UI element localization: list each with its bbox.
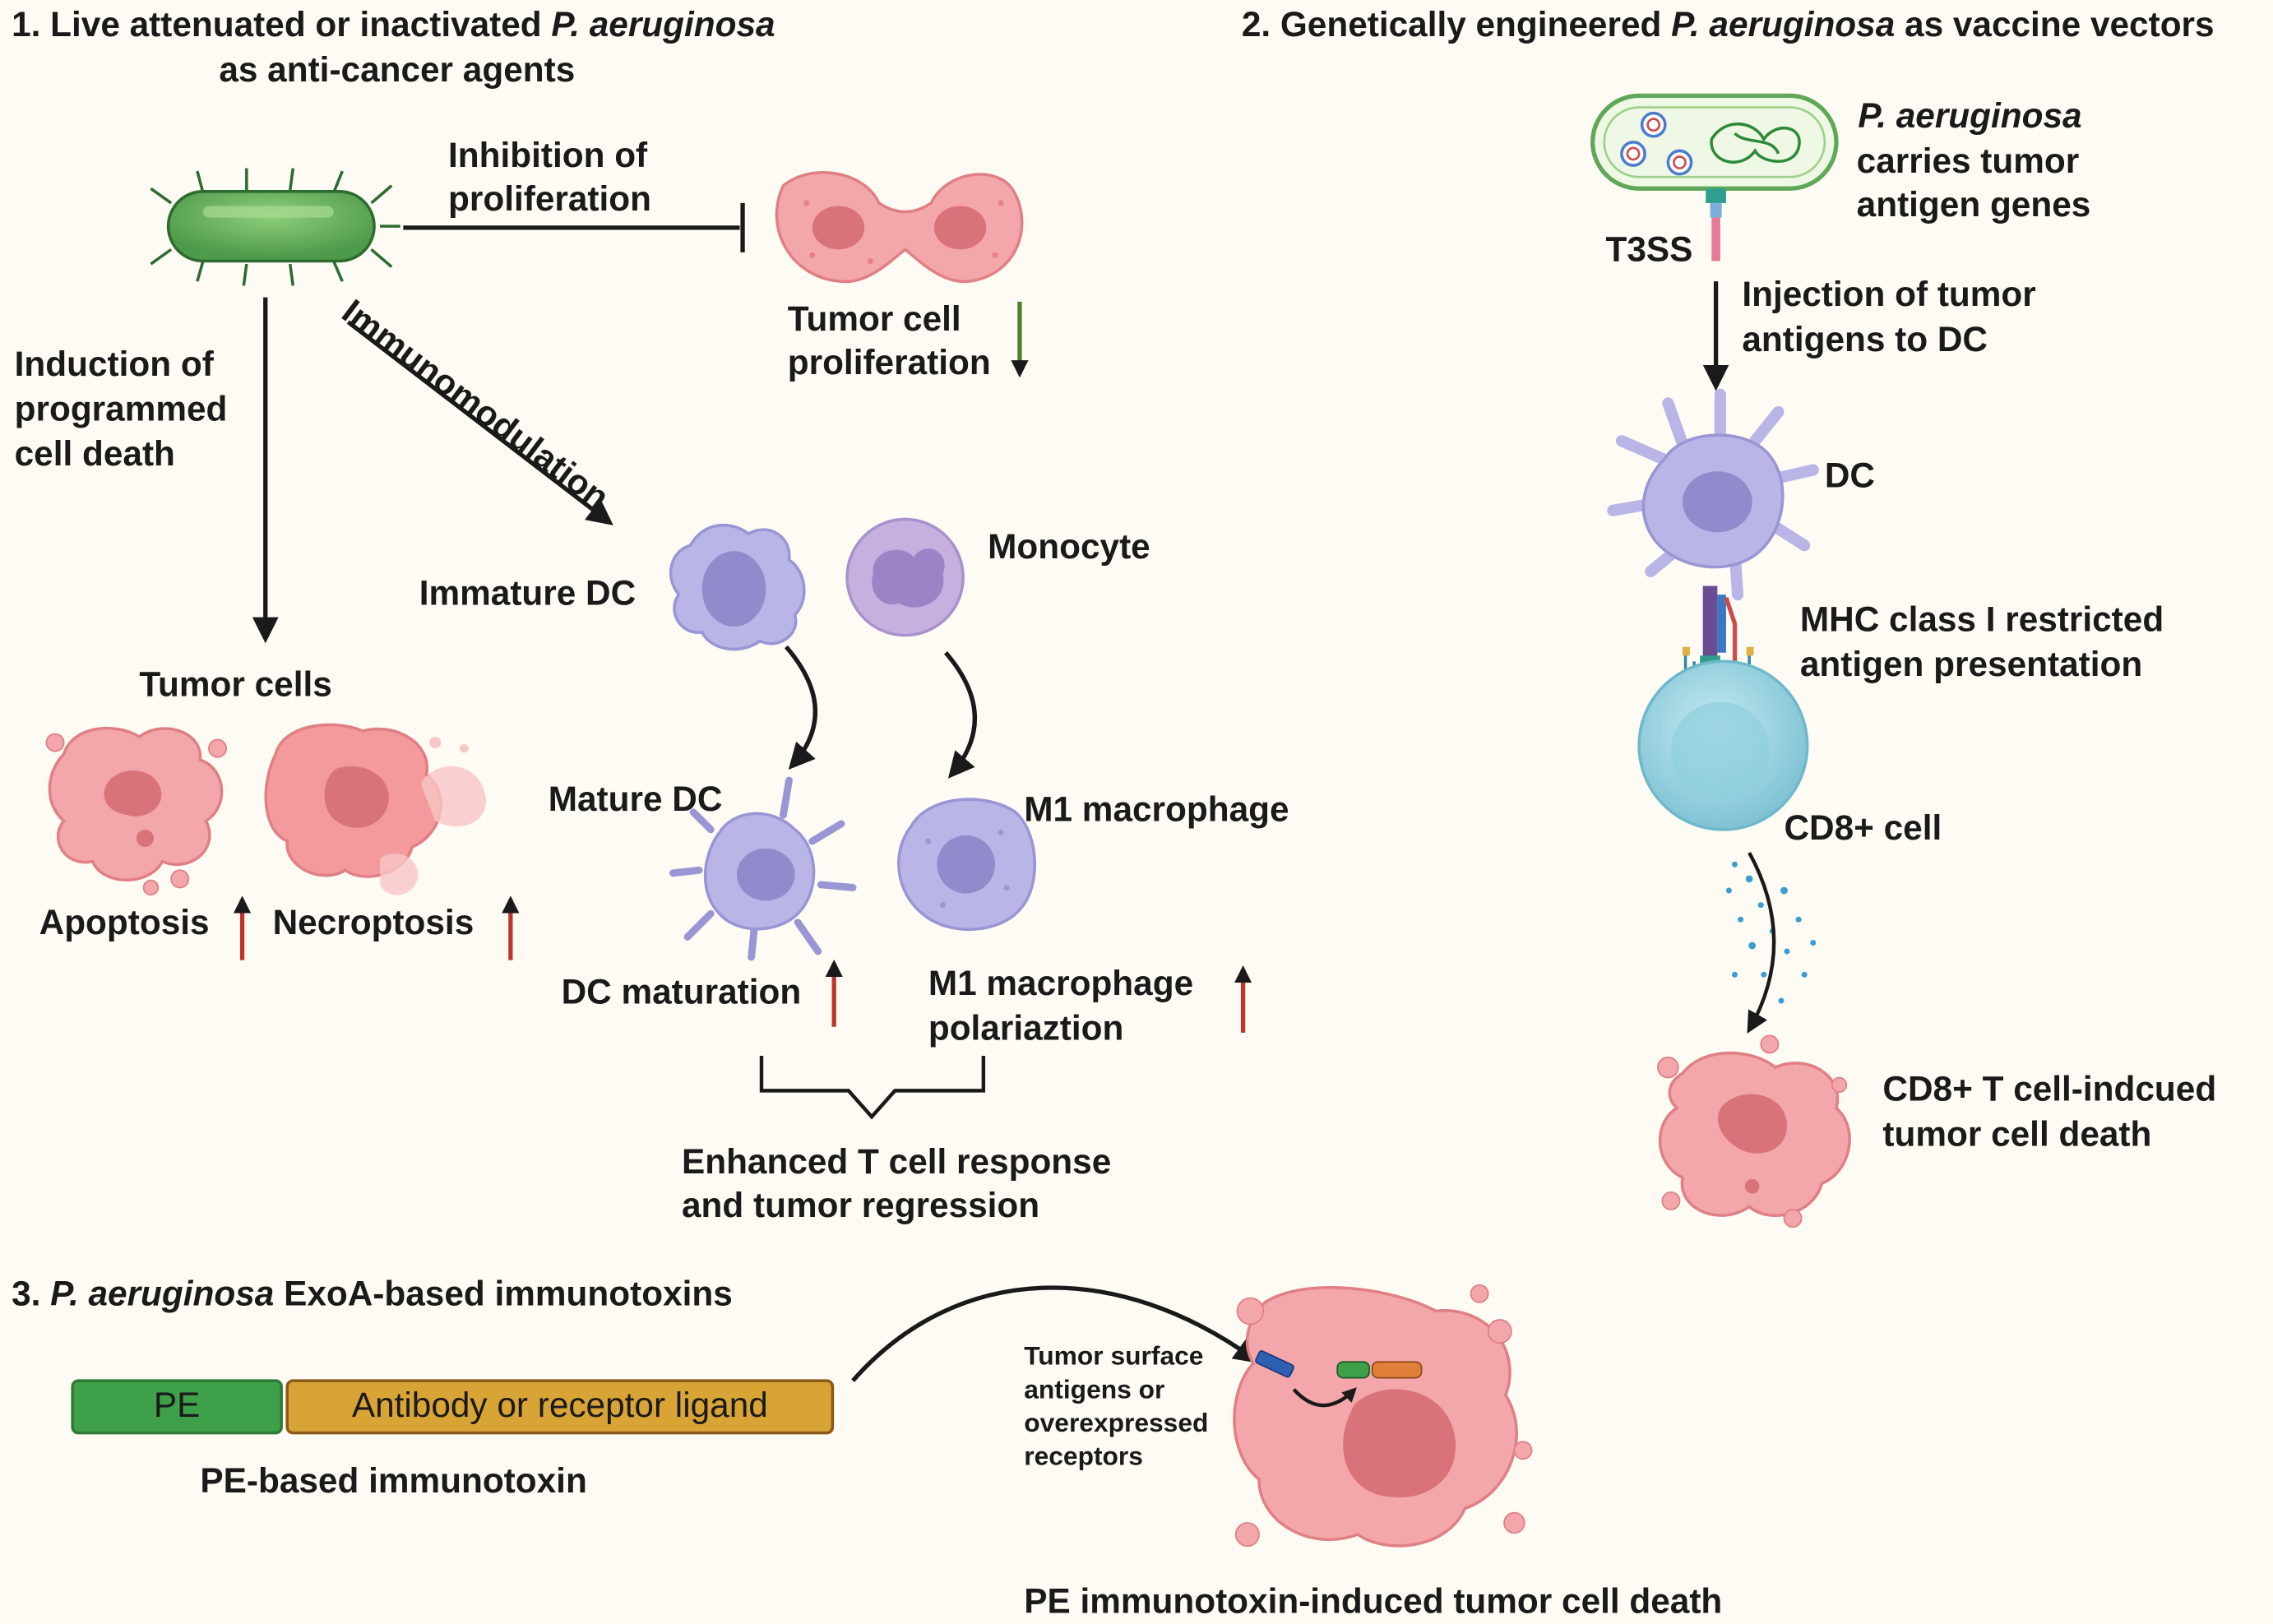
target-tumor-cell-icon — [1233, 1284, 1533, 1548]
m1-macrophage-icon — [897, 798, 1036, 932]
internalization-arrow — [1292, 1387, 1357, 1408]
pe-fragment-icon — [1336, 1361, 1370, 1379]
mhc-label: MHC class I restricted — [1799, 600, 2164, 640]
receptor-icon — [1255, 1350, 1294, 1378]
induction-label-line3: cell death — [14, 435, 175, 474]
antibody-bar-label: Antibody or receptor ligand — [351, 1386, 768, 1426]
monocyte-icon — [845, 517, 965, 637]
enhanced-response-label: Enhanced T cell response — [681, 1142, 1112, 1182]
delivery-arrow — [851, 1285, 1261, 1382]
mature-dc-label: Mature DC — [548, 780, 723, 820]
monocyte-label: Monocyte — [988, 528, 1150, 567]
mature-dc-icon — [669, 776, 857, 961]
antibody-bar — [285, 1379, 835, 1435]
carrier-label: P. aeruginosa — [1858, 97, 2082, 136]
pe-immunotoxin-label: PE-based immunotoxin — [200, 1461, 587, 1501]
section1-heading-line2: as anti-cancer agents — [219, 50, 576, 90]
injection-label-line2: antigens to DC — [1742, 320, 1988, 360]
tumor-proliferation-label-line2: proliferation — [787, 344, 991, 383]
mhc-label-line2: antigen presentation — [1799, 645, 2143, 685]
surface-antigen-label: Tumor surface — [1024, 1341, 1204, 1371]
engineered-bacterium-icon — [1590, 93, 1839, 191]
surface-antigen-label-line2: antigens or — [1024, 1375, 1165, 1404]
dc-label: DC — [1824, 456, 1876, 497]
dc-maturation-label: DC maturation — [561, 973, 802, 1013]
enhanced-response-label-line2: and tumor regression — [681, 1186, 1040, 1226]
cytotoxic-arrow — [1747, 852, 1776, 1034]
surface-antigen-label-line4: receptors — [1024, 1441, 1143, 1471]
cd8-cell-label: CD8+ cell — [1784, 809, 1942, 849]
granules-icon — [1725, 861, 1817, 1004]
pe-bar — [71, 1379, 283, 1435]
cd8-death-label-line2: tumor cell death — [1882, 1115, 2152, 1154]
bacterium-icon — [150, 168, 400, 286]
ligand-fragment-icon — [1371, 1361, 1423, 1379]
induction-label: Induction of — [14, 345, 214, 385]
tumor-proliferation-label: Tumor cell — [787, 300, 961, 340]
section3-heading: 3. P. aeruginosa ExoA-based immunotoxins — [12, 1275, 733, 1315]
surface-antigen-label-line3: overexpressed — [1024, 1408, 1209, 1437]
arrow-to-m1-macrophage — [943, 650, 977, 779]
necroptosis-label: Necroptosis — [272, 903, 475, 943]
tumor-cells-label: Tumor cells — [139, 665, 332, 706]
inhibition-label-line2: proliferation — [448, 179, 651, 220]
m1-polarization-label: M1 macrophage — [928, 964, 1194, 1004]
injection-label: Injection of tumor — [1742, 275, 2036, 315]
carrier-label-line3: antigen genes — [1856, 185, 2091, 225]
bracket — [759, 1056, 986, 1120]
inhibition-label: Inhibition of — [448, 136, 648, 176]
induction-label-line2: programmed — [14, 390, 228, 430]
m1-polarization-label-line2: polariaztion — [928, 1009, 1124, 1049]
dividing-tumor-cell-icon — [775, 171, 1024, 284]
t3ss-icon — [1706, 188, 1726, 261]
arrow-to-immature-dc — [346, 320, 613, 525]
section2-heading: 2. Genetically engineered P. aeruginosa … — [1241, 6, 2215, 45]
cd8-cell-icon — [1637, 659, 1809, 831]
apoptotic-tumor-cell-icon — [45, 726, 228, 896]
cd8-death-label: CD8+ T cell-indcued — [1882, 1070, 2217, 1110]
carrier-label-line2: carries tumor — [1856, 141, 2080, 182]
pe-death-label: PE immunotoxin-induced tumor cell death — [1024, 1582, 1723, 1622]
immature-dc-label: Immature DC — [419, 574, 637, 614]
dc-icon — [1607, 388, 1819, 601]
apoptosis-label: Apoptosis — [39, 903, 210, 943]
m1-macrophage-label: M1 macrophage — [1024, 790, 1289, 830]
immature-dc-icon — [669, 524, 806, 651]
t3ss-label: T3SS — [1605, 230, 1693, 271]
section1-heading: 1. Live attenuated or inactivated P. aer… — [12, 6, 775, 45]
pe-bar-label: PE — [153, 1386, 201, 1426]
arrow-to-mature-dc — [784, 645, 817, 770]
necroptotic-tumor-cell-icon — [264, 723, 486, 895]
dying-tumor-cell-icon — [1657, 1034, 1851, 1228]
